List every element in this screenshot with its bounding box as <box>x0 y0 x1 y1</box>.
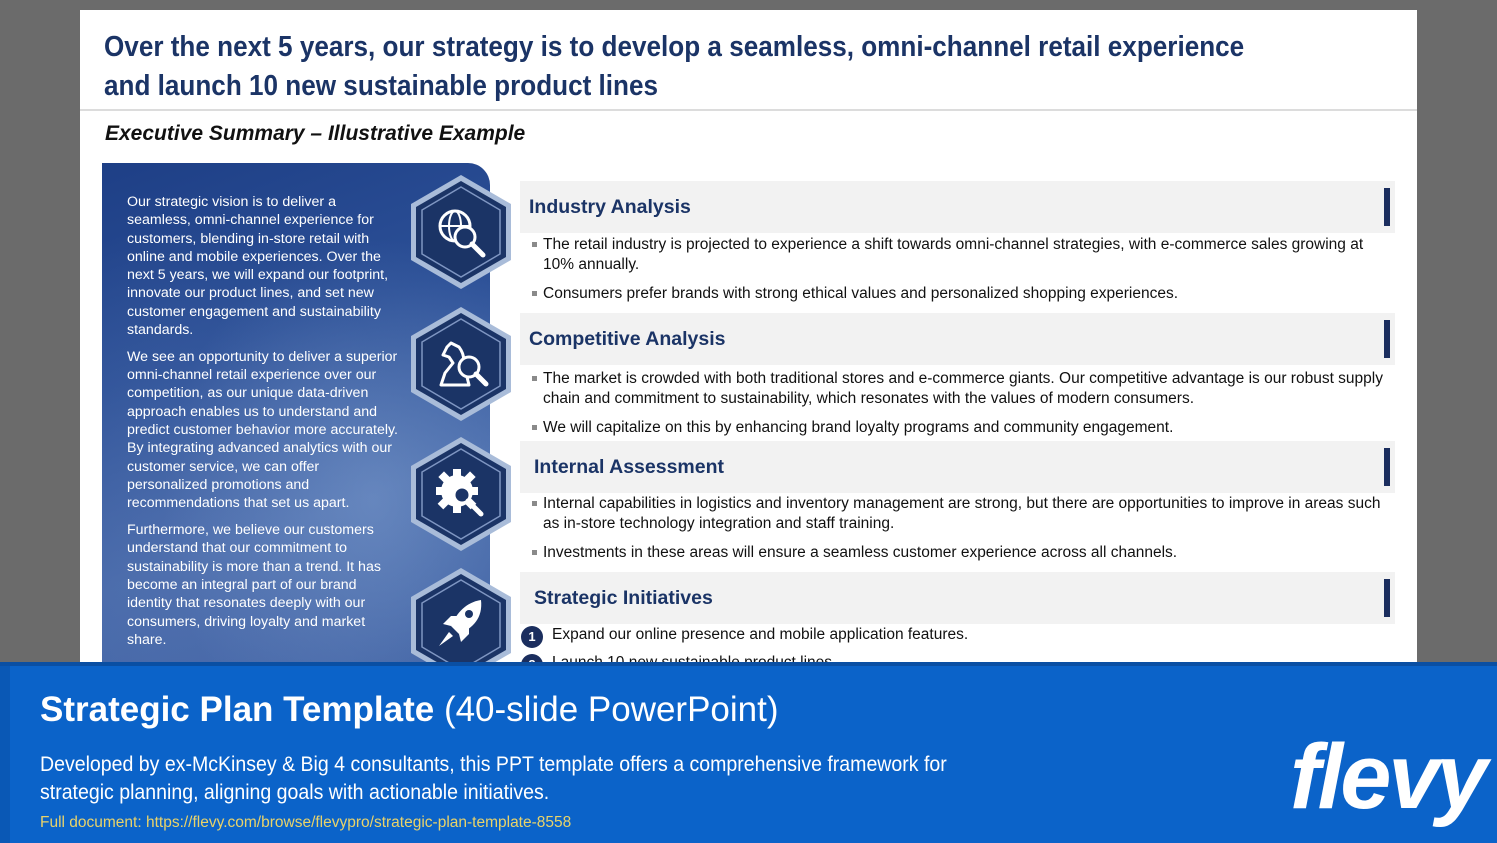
section-title: Strategic Initiatives <box>534 587 713 609</box>
gear-magnifier-icon <box>407 435 515 553</box>
initiative-text: Expand our online presence and mobile ap… <box>552 626 969 643</box>
section-accent-bar <box>1384 320 1390 358</box>
banner-title-main: Strategic Plan Template <box>40 690 435 729</box>
chess-knight-magnifier-icon <box>407 305 515 423</box>
slide: Over the next 5 years, our strategy is t… <box>80 10 1417 670</box>
section-header-competitive-analysis: Competitive Analysis <box>520 313 1395 365</box>
flevy-logo[interactable]: flevy <box>1290 726 1488 828</box>
slide-title: Over the next 5 years, our strategy is t… <box>104 31 1245 102</box>
title-divider <box>80 109 1417 111</box>
list-item: 1 Expand our online presence and mobile … <box>521 624 1381 652</box>
section-header-strategic-initiatives: Strategic Initiatives <box>520 572 1395 624</box>
bullet-item: The market is crowded with both traditio… <box>532 369 1392 409</box>
vision-paragraph: We see an opportunity to deliver a super… <box>127 348 398 512</box>
number-badge: 1 <box>521 626 543 648</box>
competitive-analysis-bullets: The market is crowded with both traditio… <box>532 369 1392 447</box>
vision-text: Our strategic vision is to deliver a sea… <box>127 193 402 658</box>
internal-assessment-bullets: Internal capabilities in logistics and i… <box>532 494 1392 572</box>
section-header-industry-analysis: Industry Analysis <box>520 181 1395 233</box>
banner-description: Developed by ex-McKinsey & Big 4 consult… <box>40 753 947 804</box>
slide-subtitle: Executive Summary – Illustrative Example <box>105 122 526 145</box>
bullet-item: Internal capabilities in logistics and i… <box>532 494 1392 534</box>
section-accent-bar <box>1384 188 1390 226</box>
promo-banner: Strategic Plan Template (40-slide PowerP… <box>0 662 1497 843</box>
banner-title: Strategic Plan Template (40-slide PowerP… <box>40 690 779 730</box>
industry-analysis-bullets: The retail industry is projected to expe… <box>532 235 1392 313</box>
section-title: Industry Analysis <box>529 196 691 218</box>
bullet-item: We will capitalize on this by enhancing … <box>532 418 1392 438</box>
vision-paragraph: Our strategic vision is to deliver a sea… <box>127 194 389 339</box>
vision-paragraph: Furthermore, we believe our customers un… <box>127 522 381 648</box>
section-accent-bar <box>1384 448 1390 486</box>
section-header-internal-assessment: Internal Assessment <box>520 441 1395 493</box>
bullet-item: Investments in these areas will ensure a… <box>532 543 1392 563</box>
globe-magnifier-icon <box>407 173 515 291</box>
section-title: Internal Assessment <box>534 456 725 478</box>
section-accent-bar <box>1384 579 1390 617</box>
bullet-item: Consumers prefer brands with strong ethi… <box>532 284 1392 304</box>
document-link[interactable]: Full document: https://flevy.com/browse/… <box>40 814 572 831</box>
bullet-item: The retail industry is projected to expe… <box>532 235 1392 275</box>
section-title: Competitive Analysis <box>529 328 726 350</box>
banner-title-sub: (40-slide PowerPoint) <box>443 690 779 729</box>
rocket-icon <box>407 566 515 670</box>
banner-edge <box>0 666 10 843</box>
